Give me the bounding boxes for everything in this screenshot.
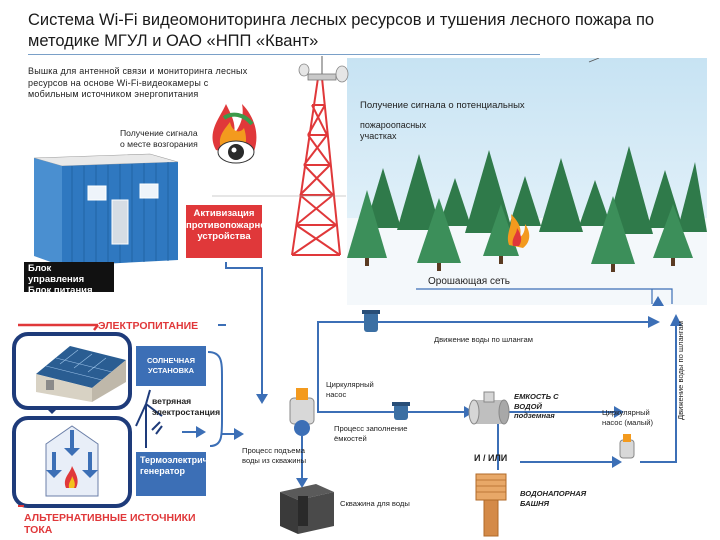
- small-pump: [619, 434, 635, 459]
- fill-process-label: Процесс заполнение ёмкостей: [334, 424, 408, 443]
- hoses-label-side: Движение воды по шлангам: [676, 321, 685, 420]
- small-pump-label: Циркулярный насос (малый): [602, 408, 654, 427]
- risk-signal-line2: пожароопасных участках: [360, 120, 427, 141]
- water-tower-label: ВОДОНАПОРНАЯ БАШНЯ: [520, 489, 587, 508]
- camera-fire-icon: [212, 104, 257, 164]
- power-heading: ЭЛЕКТРОПИТАНИЕ: [98, 320, 199, 332]
- solar-house: [12, 332, 132, 410]
- water-well: [280, 484, 334, 534]
- risk-signal-line1: Получение сигнала о потенциальных: [360, 100, 525, 111]
- thermo-generator-badge: Термоэлектрический генератор: [136, 452, 233, 496]
- valve-mid: [392, 402, 410, 420]
- control-unit-badge: Блок управления Блок питания: [24, 262, 114, 296]
- page-title: Система Wi-Fi видеомониторинга лесных ре…: [28, 11, 655, 50]
- water-tower: [475, 473, 507, 537]
- tower-description: Вышка для антенной связи и мониторинга л…: [28, 66, 248, 99]
- well-label: Скважина для воды: [340, 499, 410, 508]
- alt-sources-heading: АЛЬТЕРНАТИВНЫЕ ИСТОЧНИКИ ТОКА: [24, 512, 196, 536]
- hoses-label-top: Движение воды по шлангам: [434, 335, 533, 344]
- fire-signal-label: Получение сигнала о месте возгорания: [120, 128, 198, 149]
- wind-label: ветряная электростанция: [152, 396, 221, 417]
- lift-process-label: Процесс подъема воды из скважины: [242, 446, 307, 465]
- circ-pump-label: Циркулярный насос: [326, 380, 374, 399]
- title-divider: [28, 54, 540, 55]
- solar-unit-badge: СОЛНЕЧНАЯ УСТАНОВКА: [136, 346, 206, 386]
- antenna-tower: [291, 77, 341, 256]
- thermo-house: [12, 416, 132, 508]
- activation-badge: Активизация противопожарного устройства: [186, 205, 276, 258]
- underground-tank: [468, 391, 510, 425]
- valve-top: [362, 310, 380, 332]
- control-container: [33, 153, 179, 266]
- forest-scene: [347, 58, 707, 305]
- irrigation-label: Орошающая сеть: [428, 276, 510, 287]
- circulation-pump: [289, 388, 315, 480]
- wind-turbine-icon: [135, 389, 163, 448]
- tank-label: ЕМКОСТЬ С ВОДОЙ подземная: [514, 392, 559, 420]
- and-or-label: И / ИЛИ: [474, 453, 508, 463]
